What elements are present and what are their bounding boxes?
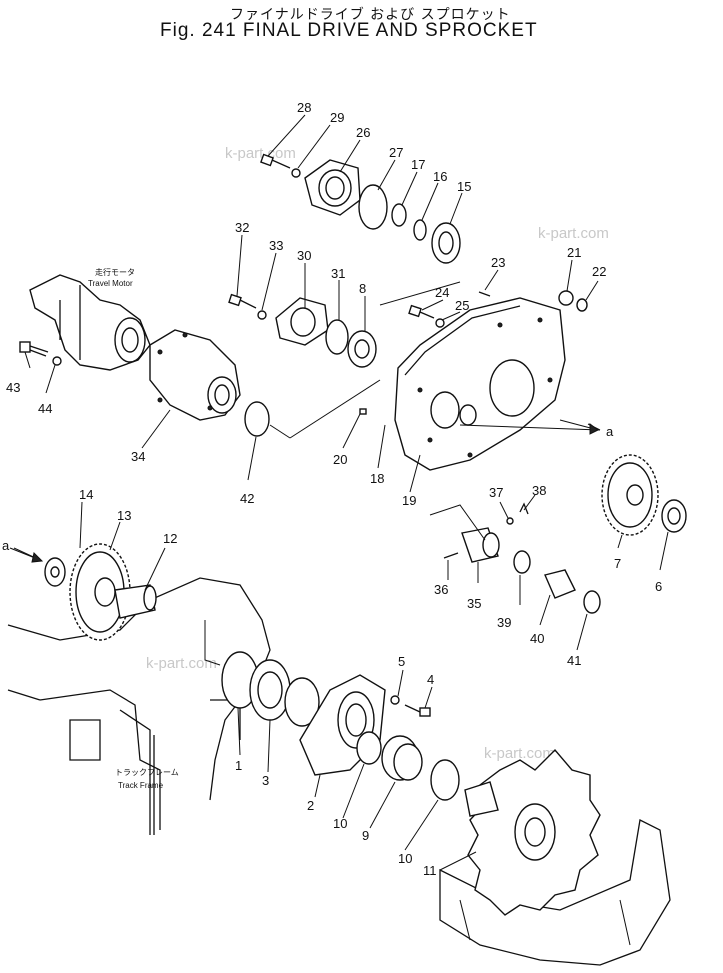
bearing-39 [513,550,531,574]
watermark-1: k-part.com [225,145,296,162]
arrow-a-right: a [559,419,614,439]
shaft-40 [544,569,576,599]
callout-18: 18 [370,471,384,486]
track-frame-label-jp: トラックフレーム [115,768,179,777]
callout-24: 24 [435,285,449,300]
bolt-43 [19,341,49,357]
arrow-a-left-label: a [2,538,10,553]
callout-10-a: 10 [333,816,347,831]
carrier-35 [461,527,500,563]
callout-41: 41 [567,653,581,668]
callout-15: 15 [457,179,471,194]
o-ring-42 [244,401,270,437]
leader-lines [9,114,669,871]
hub-12 [114,584,157,619]
spring-38 [519,502,529,515]
callout-8: 8 [359,281,366,296]
middle-cover-group [228,293,377,368]
track-frame-label-en: Track Frame [118,781,164,790]
callout-20: 20 [333,452,347,467]
callout-21: 21 [567,245,581,260]
callout-36: 36 [434,582,448,597]
title-english: Fig. 241 FINAL DRIVE AND SPROCKET [160,20,538,41]
washer-5 [390,695,400,705]
callout-11: 11 [423,863,437,878]
callout-42: 42 [240,491,254,506]
bolt-4 [404,704,431,717]
o-ring-10b [430,759,460,801]
sprocket-11 [464,748,601,916]
washer-44 [52,356,62,366]
arrow-a-right-label: a [606,424,614,439]
main-case-18-19 [394,297,566,471]
travel-motor-label-en: Travel Motor [88,279,133,288]
washer-37 [506,517,514,525]
callout-27: 27 [389,145,403,160]
bolt-24 [408,304,435,319]
callout-3: 3 [262,773,269,788]
plug-21 [558,290,574,306]
callout-17: 17 [411,157,425,172]
callout-12: 12 [163,531,177,546]
o-ring-3 [284,677,320,727]
callout-31: 31 [331,266,345,281]
callout-7: 7 [614,556,621,571]
callout-44: 44 [38,401,52,416]
o-ring-22 [576,298,588,312]
callout-1: 1 [235,758,242,773]
arrow-a-left: a [2,538,44,563]
callout-30: 30 [297,248,311,263]
gear-7 [601,454,659,536]
washer-25 [435,318,445,328]
upper-cover-group [260,153,461,264]
callout-23: 23 [491,255,505,270]
callout-35: 35 [467,596,481,611]
bolt-36 [443,552,459,559]
gear-13 [69,543,131,641]
callout-33: 33 [269,238,283,253]
callout-16: 16 [433,169,447,184]
o-ring-10a [356,731,382,765]
watermark-2: k-part.com [538,225,609,242]
travel-motor: 走行モータ Travel Motor [29,267,151,371]
callout-25: 25 [455,298,469,313]
pin-20 [359,408,367,415]
watermark-4: k-part.com [484,745,555,762]
part-34-housing [149,329,241,421]
callout-numbers: 28 29 26 27 17 16 15 32 33 30 31 8 21 22… [6,100,662,878]
callout-9: 9 [362,828,369,843]
callout-37: 37 [489,485,503,500]
callout-10-b: 10 [398,851,412,866]
callout-2: 2 [307,798,314,813]
callout-38: 38 [532,483,546,498]
callout-22: 22 [592,264,606,279]
callout-34: 34 [131,449,145,464]
watermark-3: k-part.com [146,655,217,672]
callout-14: 14 [79,487,93,502]
callout-19: 19 [402,493,416,508]
callout-43: 43 [6,380,20,395]
callout-32: 32 [235,220,249,235]
callout-39: 39 [497,615,511,630]
pin-23 [478,291,491,297]
callout-13: 13 [117,508,131,523]
bearing-41 [583,590,601,614]
callout-5: 5 [398,654,405,669]
track-frame-drawing: トラックフレーム Track Frame [7,577,671,966]
callout-28: 28 [297,100,311,115]
callout-29: 29 [330,110,344,125]
seal-9 [381,735,423,781]
callout-4: 4 [427,672,434,687]
callout-6: 6 [655,579,662,594]
callout-26: 26 [356,125,370,140]
travel-motor-label-jp: 走行モータ [95,267,135,277]
callout-40: 40 [530,631,544,646]
title-japanese: ファイナルドライブ および スプロケット [230,7,511,23]
